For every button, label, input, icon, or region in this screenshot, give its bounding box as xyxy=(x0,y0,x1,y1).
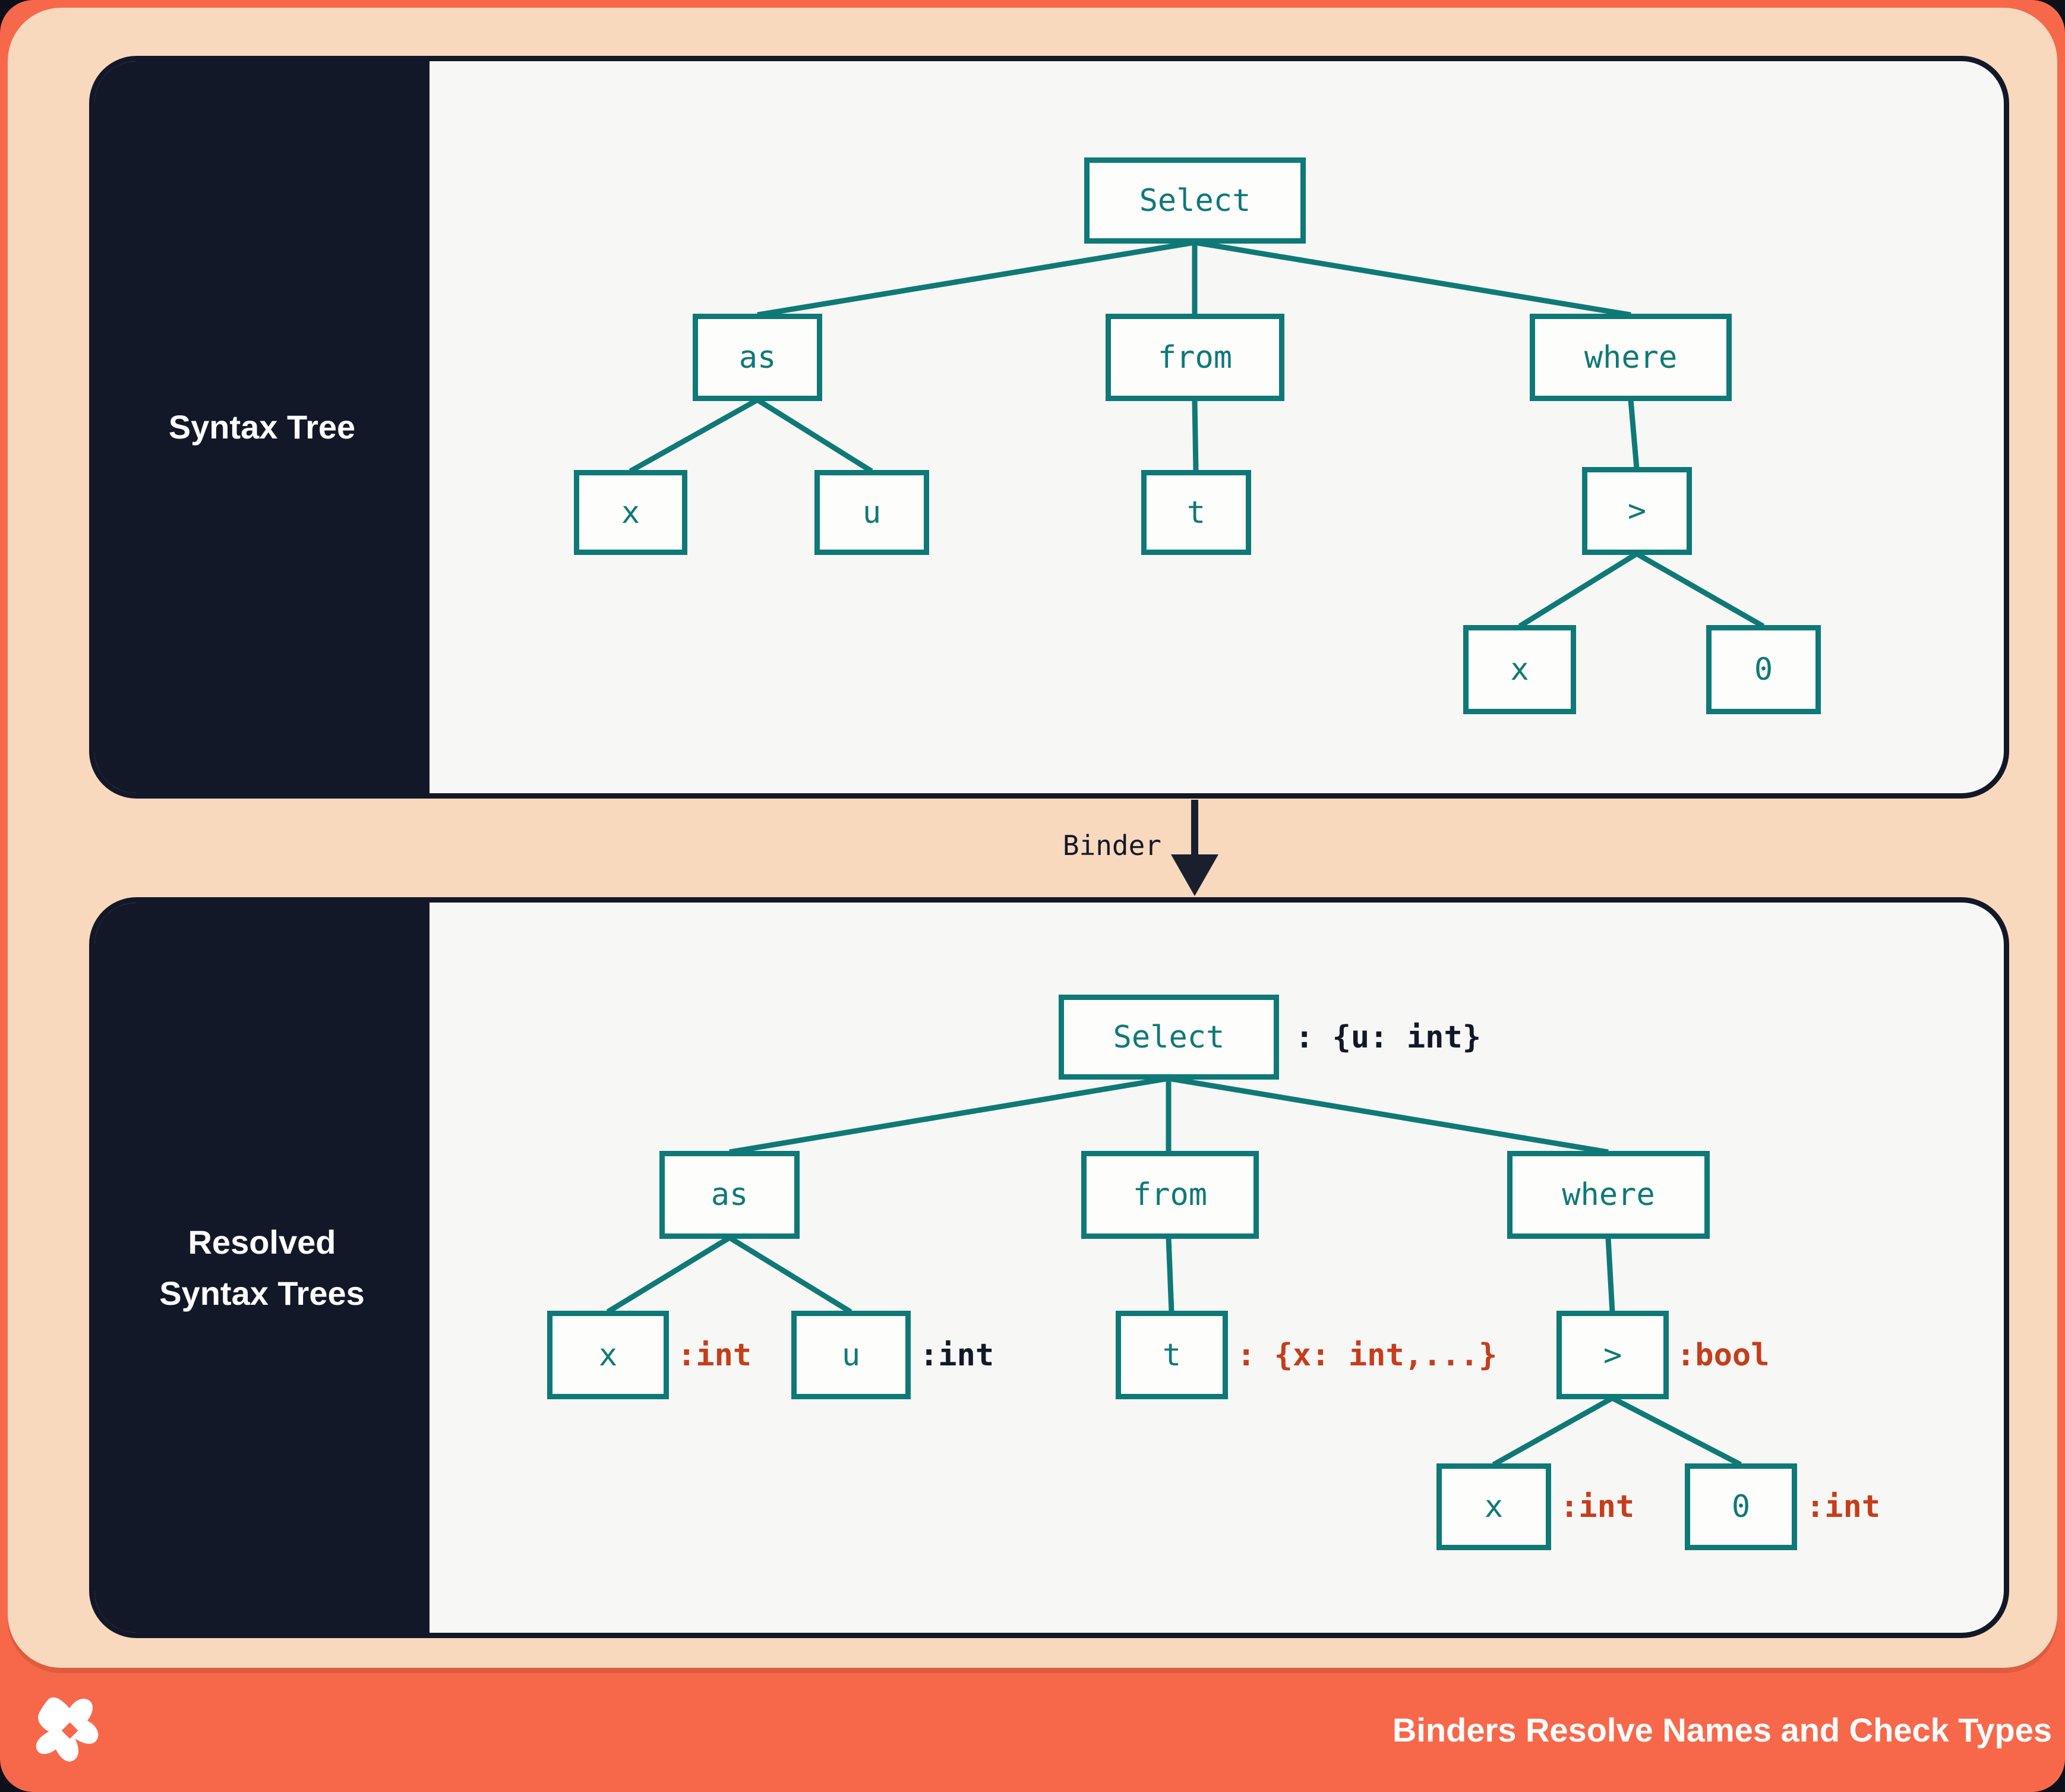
resolved-node-x-leaf: x xyxy=(1436,1463,1551,1550)
resolved-node-from: from xyxy=(1081,1151,1259,1239)
syntax-node-x-leaf: x xyxy=(1463,625,1576,714)
syntax-node-from: from xyxy=(1106,314,1284,401)
syntax-node-x: x xyxy=(574,470,687,555)
resolved-node-zero: 0 xyxy=(1685,1463,1797,1550)
resolved-node-select: Select xyxy=(1059,995,1279,1080)
type-annotation-u: :int xyxy=(920,1337,994,1373)
type-annotation-x: :int xyxy=(677,1337,752,1373)
binder-label: Binder xyxy=(1062,829,1161,862)
syntax-tree-sidebar: Syntax Tree xyxy=(94,61,430,793)
syntax-tree-card: Syntax Tree xyxy=(89,56,2009,799)
resolved-node-u: u xyxy=(791,1311,911,1399)
bottom-banner: Binders Resolve Names and Check Types xyxy=(0,1668,2065,1792)
syntax-node-as: as xyxy=(693,314,822,401)
resolved-node-t: t xyxy=(1116,1311,1228,1399)
resolved-node-x: x xyxy=(547,1311,669,1399)
resolved-node-where: where xyxy=(1507,1151,1710,1239)
pinwheel-star-logo-icon xyxy=(36,1697,99,1762)
syntax-node-u: u xyxy=(814,470,929,555)
type-annotation-gt: :bool xyxy=(1676,1337,1770,1373)
resolved-node-as: as xyxy=(659,1151,800,1239)
syntax-tree-title: Syntax Tree xyxy=(168,408,356,446)
syntax-node-zero: 0 xyxy=(1706,625,1821,714)
type-annotation-t: : {x: int,...} xyxy=(1237,1337,1498,1373)
syntax-node-where: where xyxy=(1530,314,1732,401)
banner-title: Binders Resolve Names and Check Types xyxy=(1392,1711,2052,1749)
type-annotation-x-leaf: :int xyxy=(1560,1489,1635,1525)
syntax-node-select: Select xyxy=(1084,157,1306,244)
resolved-node-gt: > xyxy=(1556,1311,1669,1399)
resolved-title-line1: Resolved xyxy=(188,1223,336,1261)
resolved-title-line2: Syntax Trees xyxy=(159,1274,365,1312)
resolved-syntax-trees-title: Resolved Syntax Trees xyxy=(159,1217,365,1319)
syntax-node-t: t xyxy=(1141,470,1251,555)
resolved-syntax-trees-sidebar: Resolved Syntax Trees xyxy=(94,903,430,1633)
type-annotation-zero: :int xyxy=(1806,1489,1881,1525)
syntax-node-gt: > xyxy=(1582,467,1692,555)
type-annotation-select: : {u: int} xyxy=(1295,1019,1482,1055)
